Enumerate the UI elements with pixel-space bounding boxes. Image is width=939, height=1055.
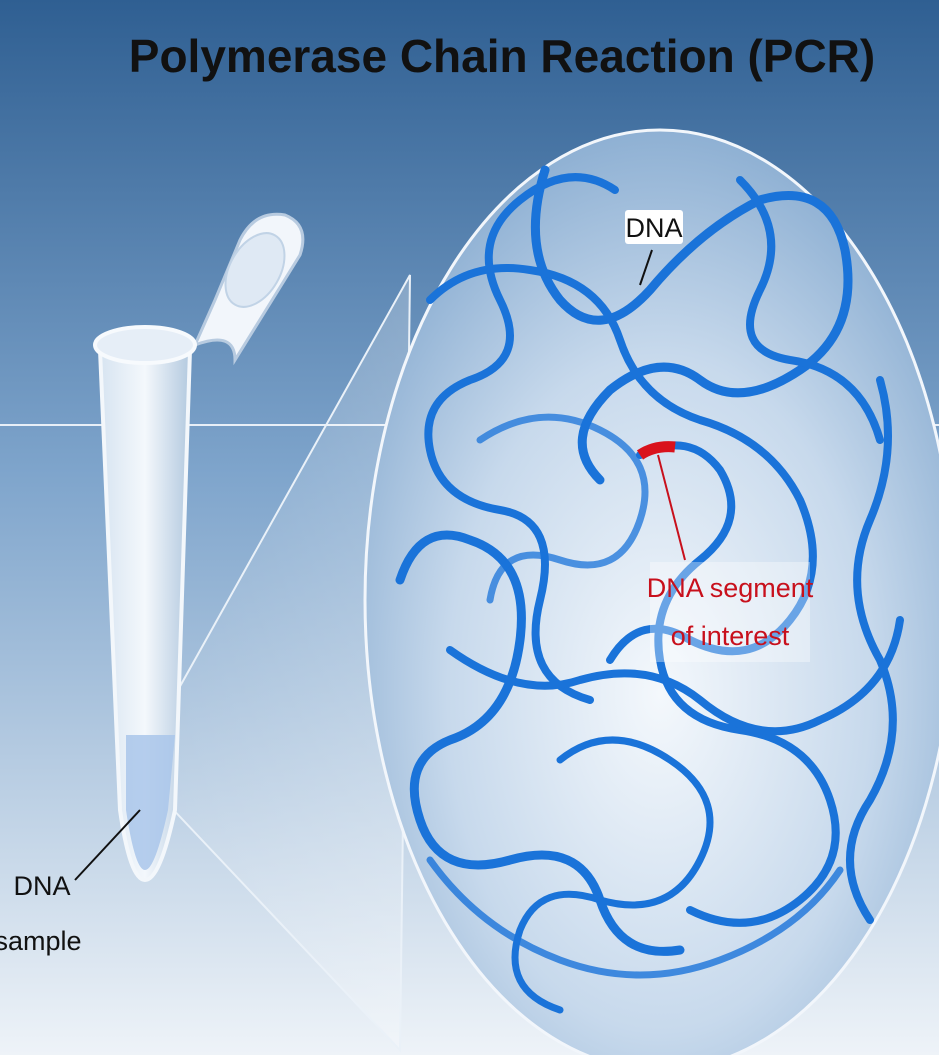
sample-label-line2: sample <box>0 926 82 956</box>
page-title: Polymerase Chain Reaction (PCR) <box>129 30 875 82</box>
segment-label-line1: DNA segment <box>647 573 814 603</box>
sample-label-line1: DNA <box>13 871 70 901</box>
segment-label-line2: of interest <box>671 621 790 651</box>
tube-rim <box>95 327 195 363</box>
dna-label: DNA <box>625 213 682 243</box>
